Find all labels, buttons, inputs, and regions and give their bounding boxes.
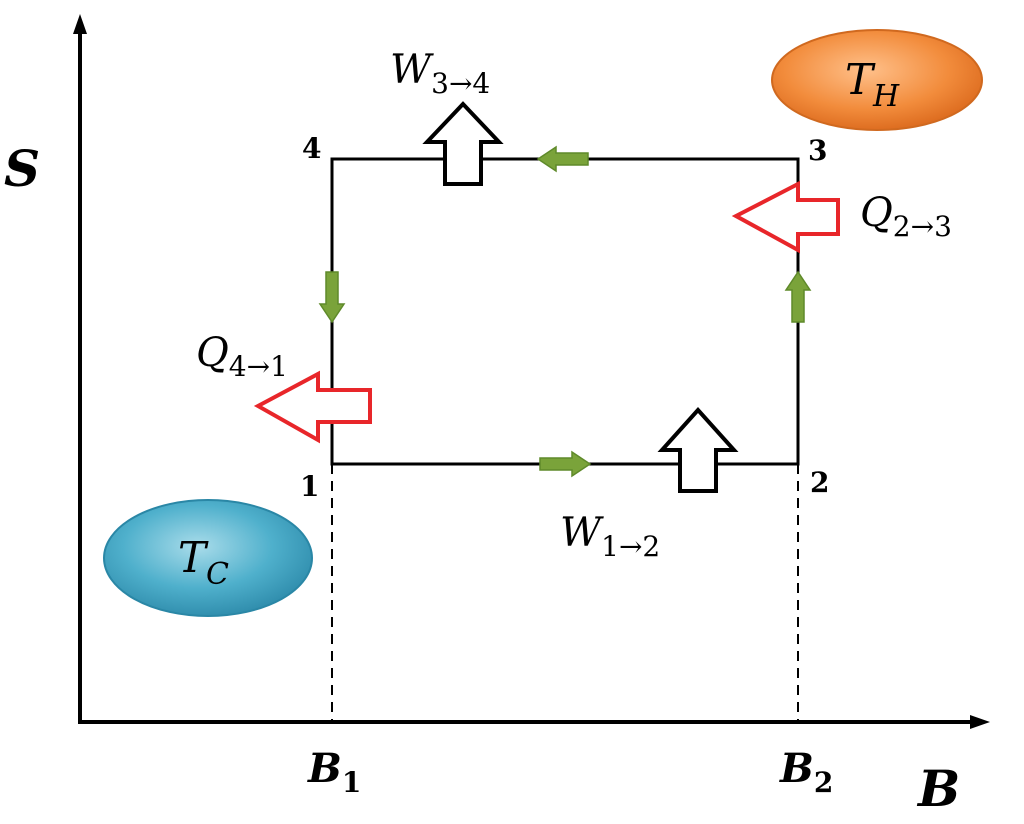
work-arrow-3-4-icon — [422, 101, 504, 186]
hot-reservoir: TH — [771, 29, 983, 131]
y-axis-arrowhead — [73, 14, 87, 34]
flow-arrow-left-down-icon — [318, 271, 346, 324]
flow-arrows — [318, 145, 812, 478]
axes — [73, 14, 990, 729]
heat-arrow-2-3-icon — [731, 180, 840, 254]
tick-label-b1: B1 — [307, 745, 361, 799]
point-label-4: 4 — [302, 132, 321, 165]
heat-arrow-4-1-icon — [253, 370, 372, 444]
point-label-1: 1 — [300, 470, 319, 503]
x-axis-label: B — [916, 759, 960, 818]
tick-label-b2: B2 — [779, 745, 833, 799]
label-w-1-2: W1→2 — [560, 510, 660, 563]
label-w-3-4: W3→4 — [390, 47, 490, 100]
y-axis-label: S — [4, 139, 40, 198]
flow-arrow-top-left-icon — [536, 145, 589, 173]
point-label-2: 2 — [810, 466, 829, 499]
cold-reservoir-ellipse — [103, 499, 313, 617]
flow-arrow-right-up-icon — [784, 270, 812, 323]
label-q-4-1: Q4→1 — [196, 330, 288, 383]
carnot-cycle-path — [330, 157, 800, 466]
label-q-2-3: Q2→3 — [860, 190, 952, 243]
work-arrow-1-2-icon — [657, 407, 739, 493]
cold-reservoir: TC — [103, 499, 313, 617]
hot-reservoir-label: TH — [845, 55, 900, 114]
cold-reservoir-label: TC — [178, 533, 229, 592]
point-label-3: 3 — [808, 134, 827, 167]
hot-reservoir-ellipse — [771, 29, 983, 131]
flow-arrow-bottom-right-icon — [539, 450, 592, 478]
x-axis-arrowhead — [970, 715, 990, 729]
